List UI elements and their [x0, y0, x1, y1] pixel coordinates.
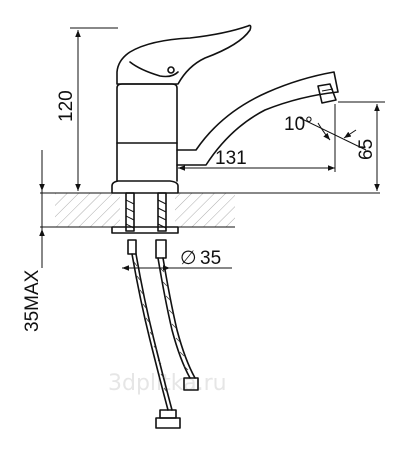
hose-fitting-left-top	[159, 409, 177, 419]
dimension-131: 131	[178, 104, 336, 172]
aerator	[317, 83, 337, 104]
dimension-120: 120	[56, 27, 118, 194]
dim-35max-label: 35MAX	[22, 269, 43, 332]
dimension-angle: 10°	[284, 114, 367, 151]
mounting-hardware	[111, 192, 179, 259]
flexible-hoses	[131, 253, 199, 429]
lever-detail-line	[129, 61, 179, 78]
hose-left-inner	[135, 253, 173, 411]
faucet-body	[111, 24, 339, 194]
hose-fitting-left-bottom	[155, 417, 181, 429]
diameter-symbol: ∅	[180, 248, 197, 269]
dim-diameter-label: 35	[200, 248, 221, 269]
hex-nut-left	[127, 239, 137, 255]
spout	[176, 71, 339, 166]
stud-threads	[125, 199, 167, 229]
angle-arrow	[343, 129, 357, 139]
dim-65-label: 65	[356, 139, 377, 160]
lever-screw	[167, 66, 175, 74]
hose-right-inner	[162, 257, 196, 379]
lever-handle	[116, 24, 252, 85]
dimension-35max: 35MAX	[22, 150, 45, 332]
dimension-diameter: ∅ 35	[122, 248, 232, 271]
hose-fitting-right	[183, 377, 199, 391]
hose-left-outer	[131, 253, 169, 411]
dim-131-label: 131	[215, 148, 247, 169]
aerator-ring	[321, 88, 334, 92]
angle-label: 10°	[284, 114, 313, 135]
dimension-65: 65	[338, 101, 385, 191]
angle-arc	[317, 122, 331, 141]
dim-120-label: 120	[56, 90, 77, 122]
mount-washer	[111, 226, 179, 234]
hex-nut-right	[155, 239, 167, 259]
countertop	[40, 192, 380, 228]
body-cylinder	[116, 83, 178, 182]
angle-ref-line	[299, 117, 367, 151]
base-flange	[111, 180, 179, 194]
hose-right-outer	[157, 257, 191, 379]
